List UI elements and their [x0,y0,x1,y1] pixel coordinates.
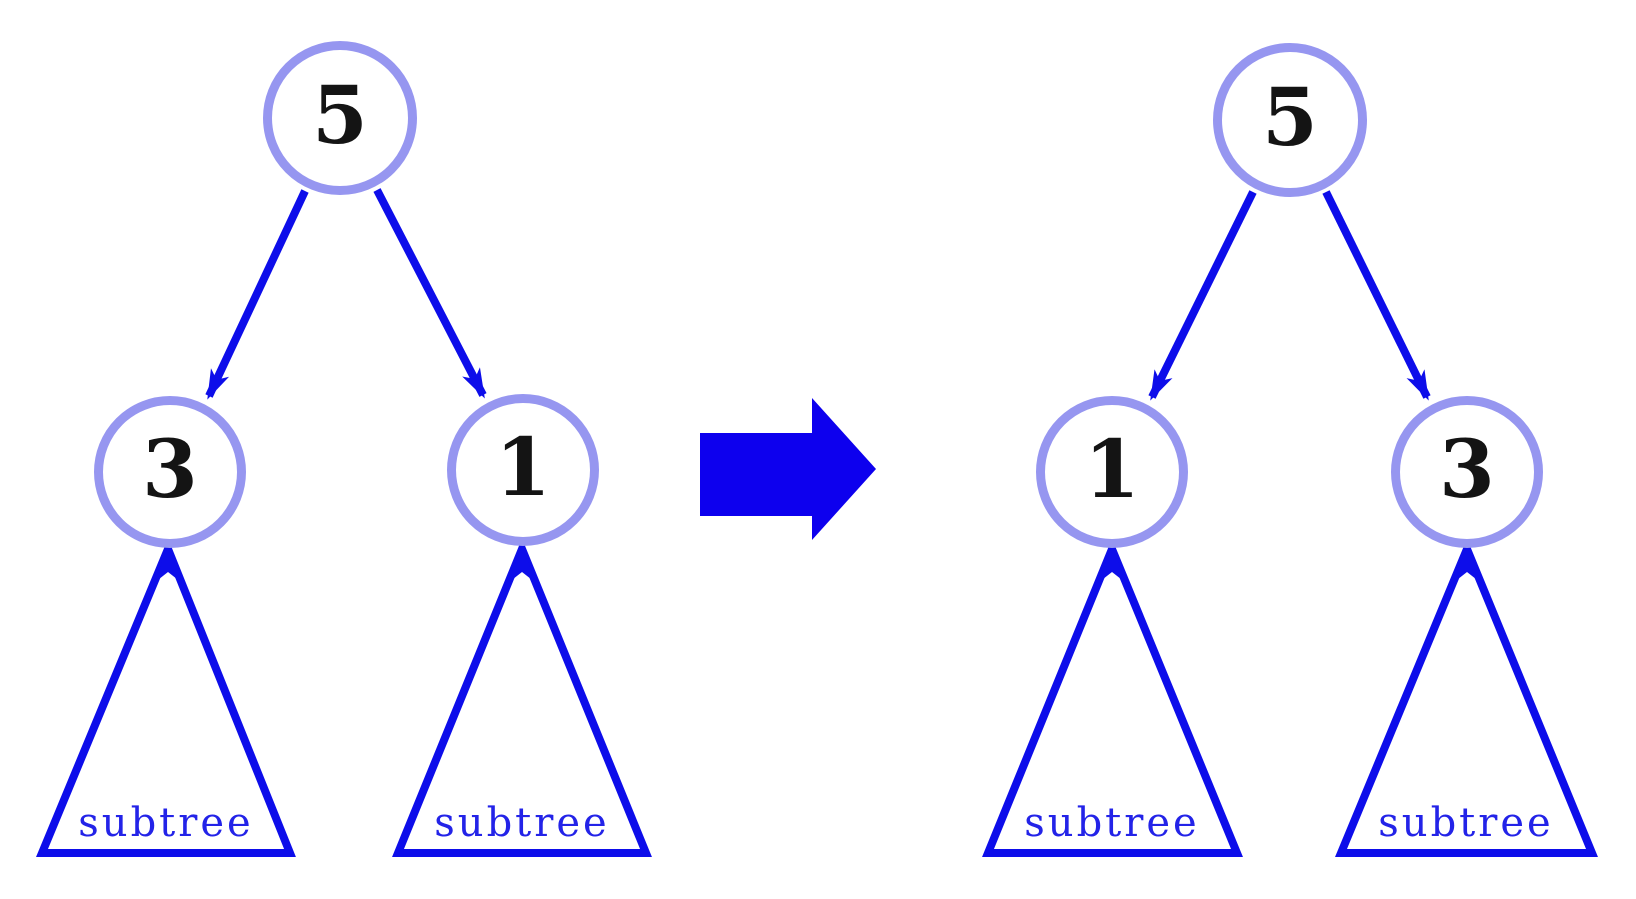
node-value: 3 [142,422,198,516]
node-value: 3 [1439,422,1495,516]
after-right-apex-arrow-icon [1453,546,1481,583]
transform-arrow-icon [700,398,876,540]
node-value: 1 [495,420,551,514]
before-right-apex-arrow-icon [508,546,536,583]
node-value: 5 [1262,70,1318,164]
before-left-subtree-triangle [36,538,296,857]
after-edge-root-to-right [1322,190,1431,401]
before-left-child-node: 3 [94,396,246,548]
before-edge-root-to-left [205,189,309,400]
after-left-subtree-triangle [982,538,1243,857]
after-right-subtree-triangle [1335,538,1598,857]
after-left-child-node: 1 [1036,396,1188,548]
before-right-subtree-label: subtree [434,800,610,846]
before-right-subtree-triangle [392,538,652,857]
before-left-subtree-label: subtree [78,800,254,846]
before-left-apex-arrow-icon [154,546,182,583]
before-root-node: 5 [263,41,417,195]
before-edge-root-to-right [373,188,487,399]
after-right-subtree-label: subtree [1378,800,1554,846]
after-right-child-node: 3 [1391,396,1543,548]
node-value: 1 [1084,422,1140,516]
after-left-apex-arrow-icon [1098,546,1126,583]
after-edge-root-to-left [1148,190,1257,401]
after-root-node: 5 [1213,43,1367,197]
node-value: 5 [312,68,368,162]
after-left-subtree-label: subtree [1024,800,1200,846]
before-right-child-node: 1 [447,394,599,546]
